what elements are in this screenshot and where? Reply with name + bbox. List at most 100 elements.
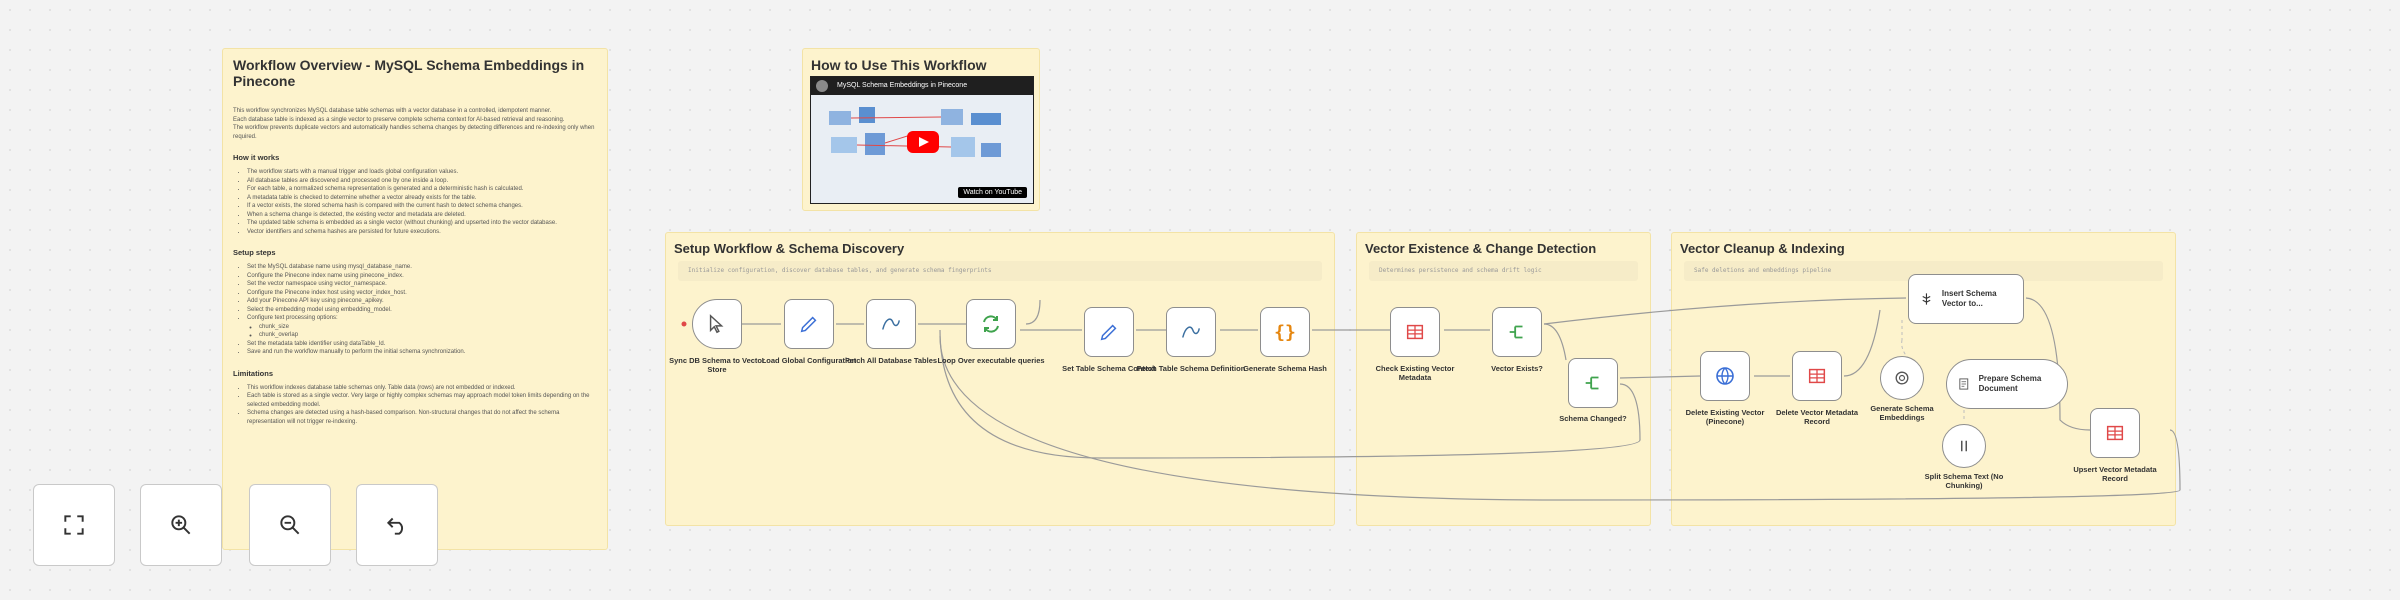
list-item: Schema changes are detected using a hash… <box>247 409 597 426</box>
load-config-node[interactable] <box>784 299 834 349</box>
youtube-label: YouTube <box>994 189 1022 196</box>
generate-hash-node[interactable]: {} <box>1260 307 1310 357</box>
video-thumbnail[interactable]: MySQL Schema Embeddings in Pinecone Watc… <box>810 76 1034 204</box>
schema-changed-node[interactable] <box>1568 358 1618 408</box>
upsert-metadata-label: Upsert Vector Metadata Record <box>2073 465 2157 483</box>
list-item: Vector identifiers and schema hashes are… <box>247 228 597 237</box>
table-icon <box>1808 368 1826 384</box>
pencil-icon <box>1100 324 1117 341</box>
how-to-use-title: How to Use This Workflow <box>811 57 987 73</box>
vector-section-note: Determines persistence and schema drift … <box>1369 261 1638 281</box>
loop-label: Loop Over executable queries <box>937 356 1045 365</box>
globe-icon <box>1716 367 1734 385</box>
list-item: The updated table schema is embedded as … <box>247 219 597 228</box>
zoom-out-button[interactable] <box>249 484 331 566</box>
loop-node[interactable] <box>966 299 1016 349</box>
wire <box>1619 375 1701 379</box>
fetch-definition-node[interactable] <box>1166 307 1216 357</box>
list-item: For each table, a normalized schema repr… <box>247 185 597 194</box>
list-item: If a vector exists, the stored schema ha… <box>247 202 597 211</box>
if-branch-icon <box>1509 325 1523 339</box>
wire <box>1543 297 1907 325</box>
set-context-node[interactable] <box>1084 307 1134 357</box>
fetch-definition-label: Fetch Table Schema Definition <box>1136 364 1246 373</box>
sync-trigger-node[interactable] <box>692 299 742 349</box>
load-config-label: Load Global Configuration <box>761 356 857 365</box>
wire <box>1843 309 1881 377</box>
trigger-marker <box>681 321 687 327</box>
loop-icon <box>983 315 999 333</box>
delete-pinecone-node[interactable] <box>1700 351 1750 401</box>
video-title: MySQL Schema Embeddings in Pinecone <box>837 82 968 89</box>
pencil-icon <box>800 316 817 333</box>
list-item: Each table is stored as a single vector.… <box>247 392 597 409</box>
wire <box>939 329 1641 459</box>
insert-vector-label: Insert Schema Vector to... <box>1941 289 1997 308</box>
list-item: Set the metadata table identifier using … <box>247 340 597 349</box>
list-item: Save and run the workflow manually to pe… <box>247 348 597 357</box>
list-item: A metadata table is checked to determine… <box>247 194 597 203</box>
check-metadata-label: Check Existing Vector Metadata <box>1375 364 1455 382</box>
list-item: Select the embedding model using embeddi… <box>247 306 597 315</box>
limitations-list: This workflow indexes database table sch… <box>233 384 597 427</box>
overview-title: Workflow Overview - MySQL Schema Embeddi… <box>233 57 585 89</box>
watch-on-label: Watch on <box>963 189 993 196</box>
document-icon <box>1959 378 1969 390</box>
embeddings-label: Generate Schema Embeddings <box>1870 404 1934 422</box>
prepare-document-label: Prepare Schema Document <box>1978 374 2042 393</box>
zoom-in-icon <box>171 515 191 535</box>
setup-steps-list: Set the MySQL database name using mysql_… <box>233 263 597 357</box>
table-icon <box>2106 425 2124 441</box>
fetch-tables-node[interactable] <box>866 299 916 349</box>
list-item: When a schema change is detected, the ex… <box>247 211 597 220</box>
list-item: chunk_overlap <box>259 331 597 340</box>
delete-metadata-node[interactable] <box>1792 351 1842 401</box>
embeddings-node[interactable] <box>1880 356 1924 400</box>
play-button-icon[interactable] <box>907 131 939 153</box>
setup-section-note: Initialize configuration, discover datab… <box>678 261 1322 281</box>
setup-section-title: Setup Workflow & Schema Discovery <box>674 241 905 256</box>
splitter-icon <box>1961 440 1967 452</box>
vector-exists-label: Vector Exists? <box>1491 364 1543 373</box>
list-item: Configure text processing options: chunk… <box>247 314 597 340</box>
insert-vector-node[interactable]: Insert Schema Vector to... <box>1908 274 2024 324</box>
how-it-works-heading: How it works <box>233 153 280 162</box>
openai-icon <box>1895 371 1909 385</box>
schema-changed-label: Schema Changed? <box>1559 414 1627 423</box>
pinecone-icon <box>1922 293 1931 305</box>
setup-steps-heading: Setup steps <box>233 248 276 257</box>
wire <box>1025 299 1041 325</box>
how-to-use-sticky-note[interactable]: How to Use This Workflow MySQL Schema Em… <box>802 48 1040 211</box>
channel-avatar <box>816 80 828 92</box>
diagram-illustration <box>829 107 1001 157</box>
overview-intro-3: The workflow prevents duplicate vectors … <box>233 125 595 140</box>
video-title-bar: MySQL Schema Embeddings in Pinecone <box>811 77 1033 95</box>
set-context-label: Set Table Schema Context <box>1062 364 1156 373</box>
cleanup-section-title: Vector Cleanup & Indexing <box>1680 241 1845 256</box>
list-item: All database tables are discovered and p… <box>247 177 597 186</box>
cleanup-section-note: Safe deletions and embeddings pipeline <box>1684 261 2163 281</box>
table-icon <box>1406 324 1424 340</box>
overview-sticky-note[interactable]: Workflow Overview - MySQL Schema Embeddi… <box>222 48 608 550</box>
check-metadata-node[interactable] <box>1390 307 1440 357</box>
youtube-badge[interactable]: Watch on YouTube <box>958 187 1027 198</box>
wire <box>1543 323 1567 361</box>
mysql-icon <box>882 318 900 330</box>
list-item: Set the vector namespace using vector_na… <box>247 280 597 289</box>
setup-section-sticky[interactable]: Setup Workflow & Schema Discovery Initia… <box>665 232 1335 526</box>
delete-pinecone-label: Delete Existing Vector (Pinecone) <box>1685 408 1765 426</box>
how-it-works-list: The workflow starts with a manual trigge… <box>233 168 597 236</box>
vector-exists-node[interactable] <box>1492 307 1542 357</box>
list-item: Configure the Pinecone index name using … <box>247 272 597 281</box>
split-text-node[interactable] <box>1942 424 1986 468</box>
upsert-metadata-node[interactable] <box>2090 408 2140 458</box>
mysql-icon <box>1182 326 1200 338</box>
prepare-document-node[interactable]: Prepare Schema Document <box>1946 359 2068 409</box>
list-item-text: Configure text processing options: <box>247 315 338 321</box>
list-item: chunk_size <box>259 323 597 332</box>
list-item: Add your Pinecone API key using pinecone… <box>247 297 597 306</box>
fit-view-button[interactable] <box>33 484 115 566</box>
generate-hash-label: Generate Schema Hash <box>1243 364 1327 373</box>
undo-button[interactable] <box>356 484 438 566</box>
zoom-in-button[interactable] <box>140 484 222 566</box>
